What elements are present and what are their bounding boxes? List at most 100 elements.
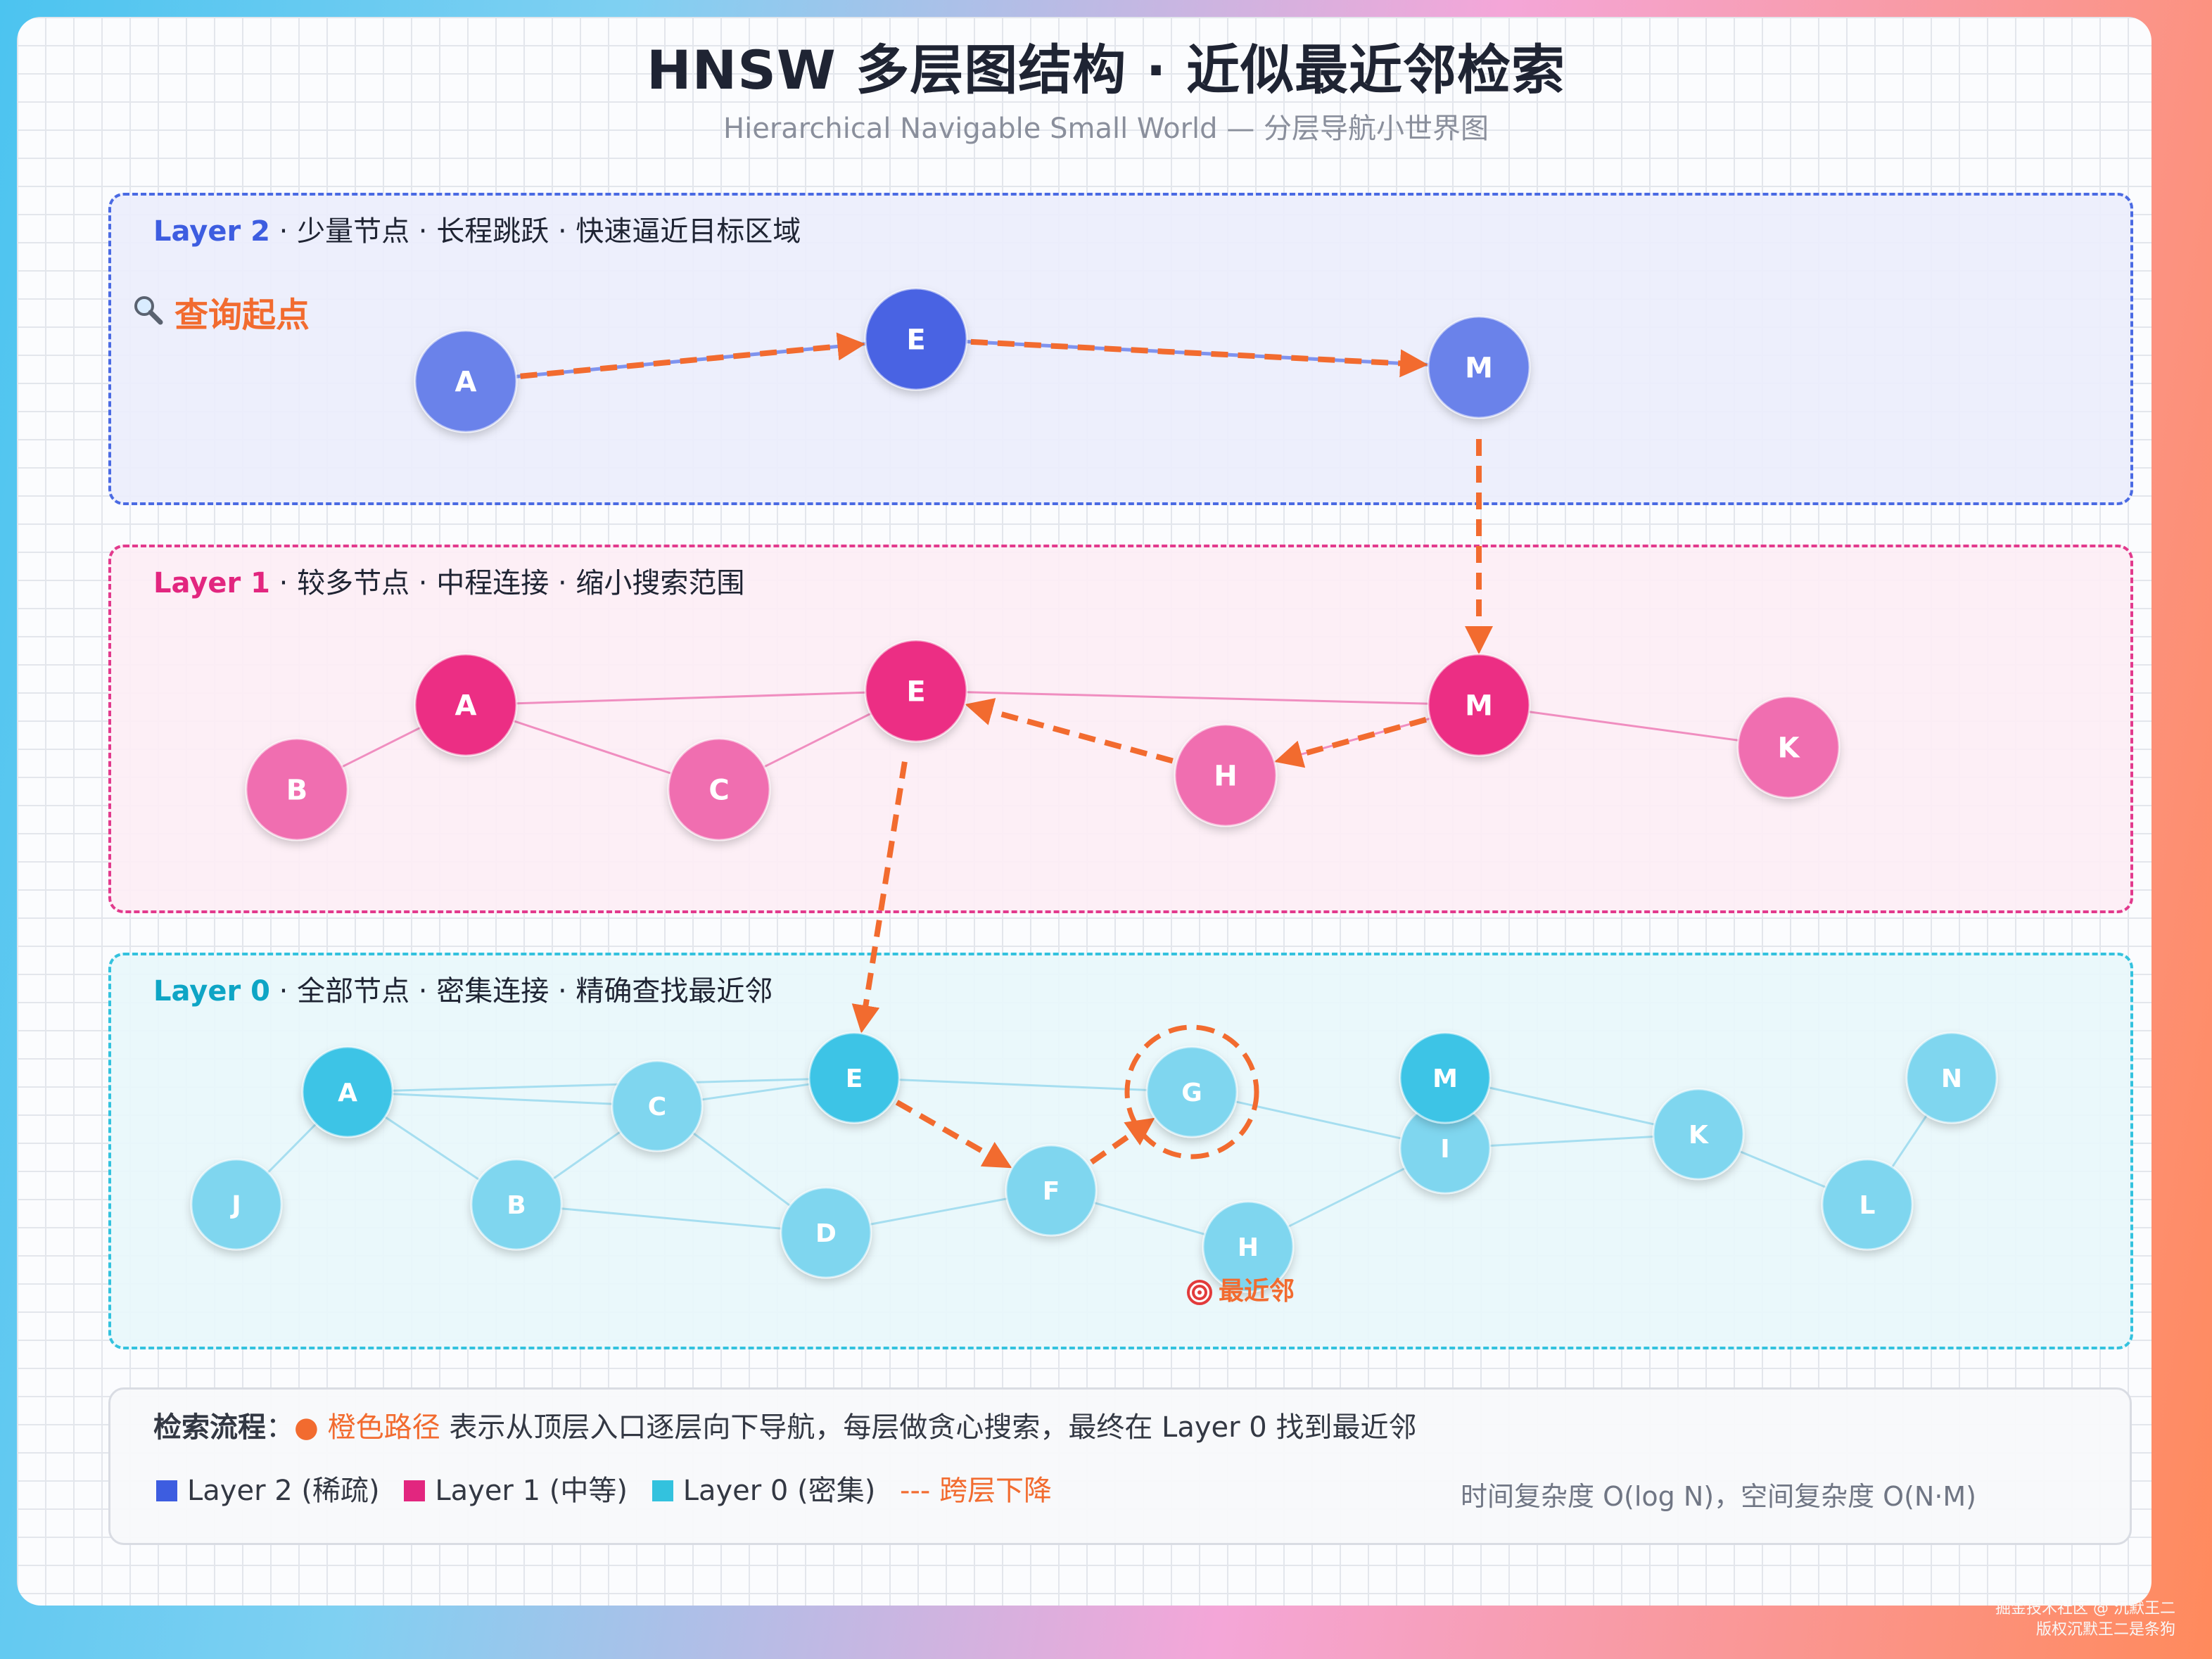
layer0-node-label-G: G xyxy=(1181,1079,1202,1107)
legend-item-layer0-label: Layer 0 (密集) xyxy=(682,1475,876,1507)
legend-swatch-layer1 xyxy=(404,1480,426,1501)
layer0-edge-A-E xyxy=(347,1076,855,1093)
layer0-node-label-F: F xyxy=(1043,1177,1060,1206)
target-icon xyxy=(1186,1279,1213,1306)
layer0-edge-A-C xyxy=(347,1091,658,1107)
legend-item-layer2: Layer 2 (稀疏) xyxy=(156,1475,380,1507)
layer0-edge-B-D xyxy=(516,1203,827,1234)
legend-item-descent: --- 跨层下降 xyxy=(900,1475,1052,1507)
layer1-node-label-B: B xyxy=(286,774,308,806)
legend-item-layer1: Layer 1 (中等) xyxy=(404,1475,628,1507)
layer2-node-E: E xyxy=(864,287,968,391)
layer0-node-label-L: L xyxy=(1860,1191,1876,1220)
layer1-node-label-M: M xyxy=(1465,689,1493,722)
layer0-node-G: G xyxy=(1145,1045,1238,1138)
layer1-node-C: C xyxy=(667,737,771,841)
layer0-node-M: M xyxy=(1399,1031,1492,1124)
layer0-node-A: A xyxy=(301,1045,394,1138)
layer2-node-label-M: M xyxy=(1465,352,1493,384)
layer0-node-label-C: C xyxy=(648,1093,666,1121)
layer2-node-label-E: E xyxy=(906,324,925,356)
layer0-node-E: E xyxy=(808,1031,901,1124)
layer0-node-N: N xyxy=(1905,1031,1998,1124)
legend-swatch-layer0 xyxy=(651,1480,673,1501)
flow-colon: ： xyxy=(266,1411,294,1444)
complexity-note: 时间复杂度 O(log N)，空间复杂度 O(N·M) xyxy=(1461,1481,1977,1512)
layer0-node-label-B: B xyxy=(507,1191,526,1220)
layer0-node-C: C xyxy=(611,1060,704,1152)
layer0-node-label-N: N xyxy=(1941,1064,1962,1093)
layer0-search-path-F-G xyxy=(1090,1117,1155,1165)
descent-layer1-E-to-layer0-E xyxy=(851,761,908,1034)
layer-1-desc: · 较多节点 · 中程连接 · 缩小搜索范围 xyxy=(269,567,745,599)
page-subtitle: Hierarchical Navigable Small World — 分层导… xyxy=(723,113,1489,145)
layer0-node-F: F xyxy=(1005,1144,1098,1237)
legend-flow-line: 检索流程：● 橙色路径 表示从顶层入口逐层向下导航，每层做贪心搜索，最终在 La… xyxy=(153,1404,1416,1445)
watermark-line-1: 掘金技术社区 @ 沉默王二 xyxy=(1995,1600,2175,1617)
layer1-node-K: K xyxy=(1736,695,1841,799)
legend-item-layer0: Layer 0 (密集) xyxy=(651,1475,876,1507)
layer2-node-M: M xyxy=(1427,315,1531,419)
layer-0-label: Layer 0 · 全部节点 · 密集连接 · 精确查找最近邻 xyxy=(153,968,773,1009)
layer0-node-L: L xyxy=(1821,1158,1914,1251)
layer1-node-label-K: K xyxy=(1778,732,1801,764)
flow-text: 表示从顶层入口逐层向下导航，每层做贪心搜索，最终在 Layer 0 找到最近邻 xyxy=(440,1411,1417,1444)
layer2-node-label-A: A xyxy=(455,366,477,398)
layer-0-panel xyxy=(108,953,2133,1349)
layer0-node-label-E: E xyxy=(846,1064,863,1093)
legend-item-layer2-label: Layer 2 (稀疏) xyxy=(187,1475,380,1507)
layer0-search-path-E-F xyxy=(895,1100,1012,1169)
layer0-node-K: K xyxy=(1652,1088,1745,1181)
layer1-node-label-C: C xyxy=(708,774,729,806)
legend-item-layer1-label: Layer 1 (中等) xyxy=(435,1475,628,1507)
legend-panel xyxy=(108,1387,2132,1545)
layer0-edge-E-G xyxy=(853,1076,1193,1093)
layer1-edge-A-E xyxy=(465,689,917,706)
layer1-node-B: B xyxy=(245,737,349,841)
page-title: HNSW 多层图结构 · 近似最近邻检索 xyxy=(646,39,1566,101)
layer1-node-H: H xyxy=(1174,723,1278,827)
layer0-node-label-I: I xyxy=(1440,1135,1449,1164)
layer0-node-label-H: H xyxy=(1238,1233,1259,1262)
layer0-node-label-J: J xyxy=(229,1191,241,1220)
layer-2-name: Layer 2 xyxy=(153,215,270,248)
layer-0-desc: · 全部节点 · 密集连接 · 精确查找最近邻 xyxy=(269,975,773,1008)
layer-1-label: Layer 1 · 较多节点 · 中程连接 · 缩小搜索范围 xyxy=(153,560,744,601)
layer1-node-label-A: A xyxy=(455,689,477,722)
layer0-node-label-D: D xyxy=(815,1219,837,1248)
layer1-edge-M-K xyxy=(1478,704,1789,749)
nearest-neighbor-label: 最近邻 xyxy=(1186,1271,1295,1307)
layer0-node-label-M: M xyxy=(1432,1064,1458,1093)
layer2-node-A: A xyxy=(414,329,518,433)
layer2-search-path-E-M xyxy=(970,338,1429,378)
layer-2-label: Layer 2 · 少量节点 · 长程跳跃 · 快速逼近目标区域 xyxy=(153,208,801,249)
layer1-edge-E-M xyxy=(915,689,1480,706)
descent-marker: --- xyxy=(900,1475,931,1507)
layer0-node-J: J xyxy=(190,1158,283,1251)
layer0-node-D: D xyxy=(780,1186,872,1279)
magnifier-icon xyxy=(131,293,165,335)
nearest-neighbor-ring xyxy=(1124,1024,1259,1159)
flow-bullet: ● xyxy=(294,1411,319,1444)
query-start-text: 查询起点 xyxy=(174,295,310,335)
layer0-node-label-A: A xyxy=(338,1079,357,1107)
layer1-node-label-E: E xyxy=(906,675,925,708)
layer2-search-path-A-E xyxy=(520,332,866,379)
layer-1-name: Layer 1 xyxy=(153,567,270,599)
layer-0-name: Layer 0 xyxy=(153,975,270,1008)
flow-label: 检索流程 xyxy=(153,1411,266,1444)
layer1-node-label-H: H xyxy=(1214,760,1237,792)
descent-label: 跨层下降 xyxy=(939,1475,1053,1507)
layer-2-desc: · 少量节点 · 长程跳跃 · 快速逼近目标区域 xyxy=(269,215,801,248)
layer1-node-M: M xyxy=(1427,653,1531,757)
layer1-search-path-H-E xyxy=(965,698,1174,764)
legend-swatch-layer2 xyxy=(156,1480,177,1501)
watermark: 掘金技术社区 @ 沉默王二 版权沉默王二是条狗 xyxy=(1995,1598,2175,1641)
legend-items: Layer 2 (稀疏) Layer 1 (中等) Layer 0 (密集) -… xyxy=(156,1468,1067,1508)
nearest-neighbor-text: 最近邻 xyxy=(1219,1277,1295,1306)
watermark-line-2: 版权沉默王二是条狗 xyxy=(2035,1621,2175,1639)
layer1-node-E: E xyxy=(864,639,968,743)
query-start-label: 查询起点 xyxy=(131,287,310,336)
layer0-node-B: B xyxy=(470,1158,563,1251)
